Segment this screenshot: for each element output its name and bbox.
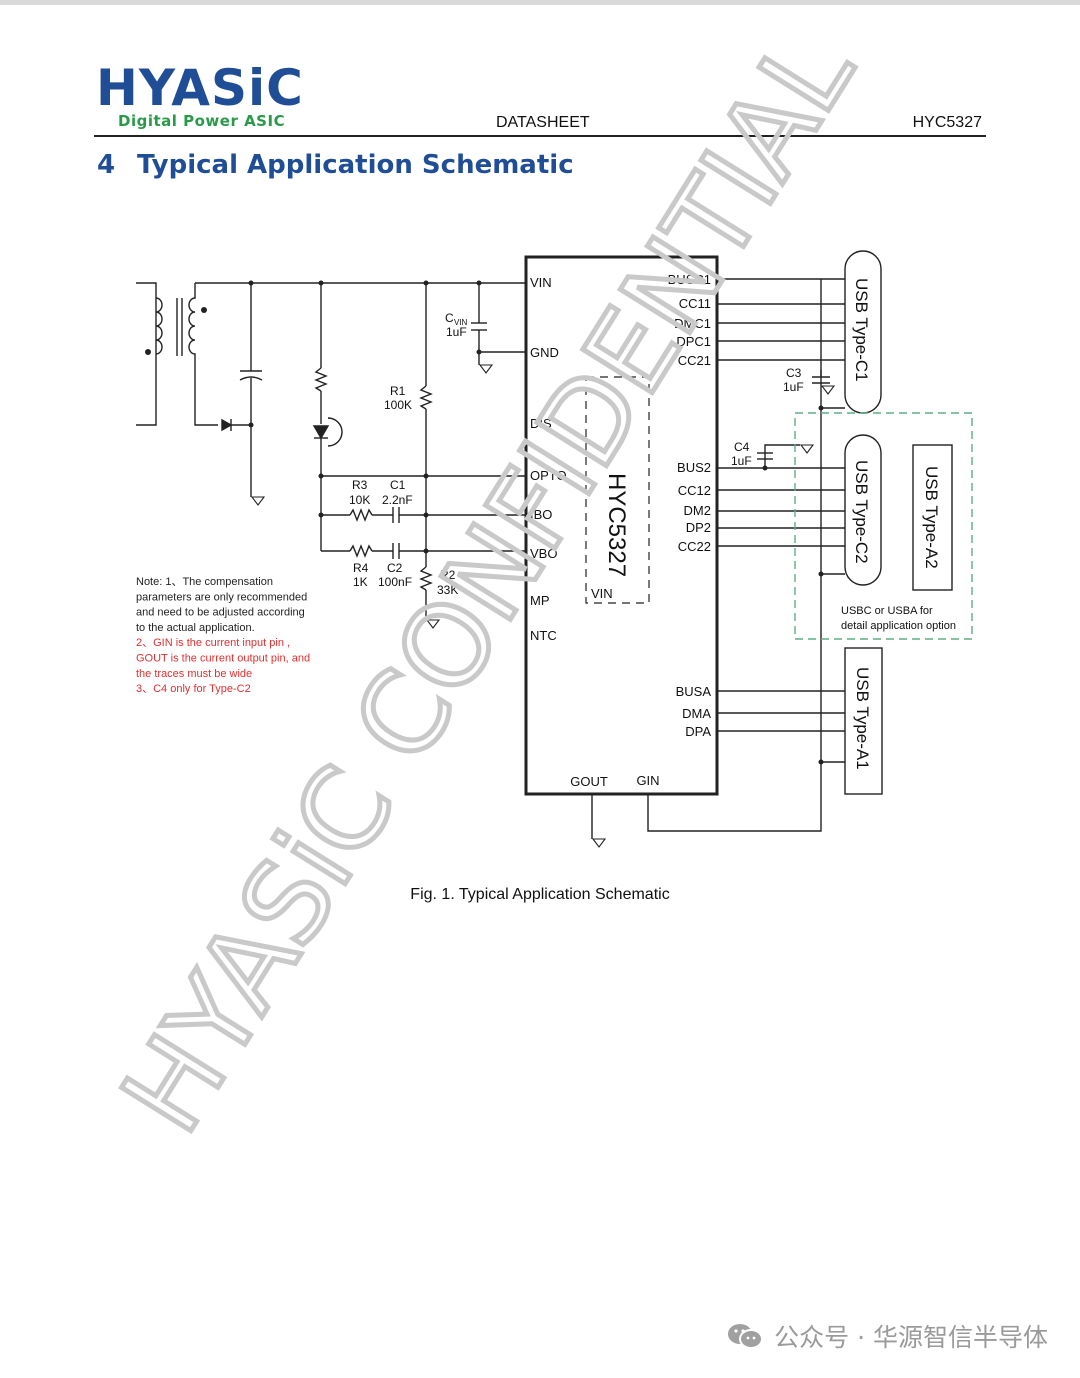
r4-name: R4 (353, 561, 369, 575)
ic-pin-right-busa: BUSA (676, 684, 712, 699)
r4-value: 1K (353, 575, 368, 589)
cvin-value: 1uF (446, 325, 467, 339)
c2-value: 100nF (378, 575, 412, 589)
wechat-icon (728, 1324, 764, 1349)
c1-name: C1 (390, 478, 406, 492)
figure-caption: Fig. 1. Typical Application Schematic (410, 886, 670, 903)
junctions (145, 280, 824, 765)
usb-type-a1-label: USB Type-A1 (853, 667, 872, 770)
option-dashed-frame (794, 412, 973, 640)
note-2-line: GOUT is the current output pin, and (136, 653, 310, 665)
c1-value: 2.2nF (382, 493, 413, 507)
ic-pin-right-dpa: DPA (685, 724, 711, 739)
section-number: 4 (97, 150, 116, 180)
note-1-line: Note: 1、The compensation (136, 576, 273, 588)
ic-inner-vin-label: VIN (591, 586, 613, 601)
ic-pin-right-dp2: DP2 (686, 520, 711, 535)
r2-value: 33K (437, 583, 458, 597)
usb-type-a2-label: USB Type-A2 (922, 466, 941, 569)
option-note-line-1: USBC or USBA for (841, 605, 933, 617)
usb-type-c1-label: USB Type-C1 (852, 278, 871, 382)
header-rule (94, 135, 986, 137)
ic-pin-bottom-gin: GIN (636, 773, 659, 788)
section-title: Typical Application Schematic (137, 150, 574, 180)
ic-pin-right-dpc1: DPC1 (676, 334, 711, 349)
cvin-sub: VIN (454, 318, 468, 327)
note-3-line: 3、C4 only for Type-C2 (136, 683, 251, 695)
ic-pin-right-bus2: BUS2 (677, 460, 711, 475)
ic-pin-right-cc11: CC11 (679, 296, 711, 311)
logo-wordmark: HYASiC (96, 59, 304, 117)
usb-type-c2-label: USB Type-C2 (852, 460, 871, 564)
top-border (0, 0, 1080, 5)
note-1-line: parameters are only recommended (136, 591, 307, 603)
ic-pin-right-cc12: CC12 (678, 483, 711, 498)
r3-name: R3 (352, 478, 368, 492)
ic-pin-right-dma: DMA (682, 706, 711, 721)
cvin-name: C (445, 311, 454, 325)
section-heading: 4 Typical Application Schematic (97, 150, 574, 180)
ic-pin-right-dmc1: DMC1 (674, 316, 711, 331)
r1-name: R1 (390, 384, 406, 398)
note-1-line: and need to be adjusted according (136, 607, 305, 619)
c4-name: C4 (734, 440, 750, 454)
r3-value: 10K (349, 493, 370, 507)
ic-pin-left-vin: VIN (530, 275, 552, 290)
company-logo: HYASiC Digital Power ASIC (96, 62, 304, 130)
footer-text: 公众号 · 华源智信半导体 (774, 1323, 1048, 1352)
c2-name: C2 (387, 561, 403, 575)
ic-pin-left-mp: MP (530, 593, 550, 608)
ic-pin-right-dm2: DM2 (684, 503, 711, 518)
c3-name: C3 (786, 366, 802, 380)
header-doc-type: DATASHEET (496, 114, 590, 131)
ic-pin-left-dis: DIS (530, 416, 552, 431)
r1-value: 100K (384, 398, 412, 412)
c3-value: 1uF (783, 380, 804, 394)
header-part-number: HYC5327 (912, 114, 982, 131)
note-2-line: 2、GIN is the current input pin , (136, 637, 290, 649)
ic-pin-right-cc21: CC21 (678, 353, 711, 368)
wires (136, 250, 953, 839)
note-2-line: the traces must be wide (136, 668, 252, 680)
r2-name: R2 (440, 568, 456, 582)
note-1-line: to the actual application. (136, 622, 255, 634)
ic-pin-left-ibo: IBO (530, 507, 552, 522)
ic-pin-left-opto: OPTO (530, 468, 567, 483)
logo-tagline: Digital Power ASIC (118, 112, 286, 130)
ic-pin-bottom-gout: GOUT (570, 774, 608, 789)
ic-pin-left-ntc: NTC (530, 628, 557, 643)
ic-name: HYC5327 (603, 473, 630, 577)
c4-value: 1uF (731, 454, 752, 468)
ic-pin-left-vbo: VBO (530, 546, 557, 561)
ic-pin-left-gnd: GND (530, 345, 559, 360)
option-note-line-2: detail application option (841, 620, 956, 632)
ic-pin-right-cc22: CC22 (678, 539, 711, 554)
wechat-footer: 公众号 · 华源智信半导体 (726, 1318, 1048, 1354)
ic-pin-right-busc1: BUSC1 (668, 272, 711, 287)
